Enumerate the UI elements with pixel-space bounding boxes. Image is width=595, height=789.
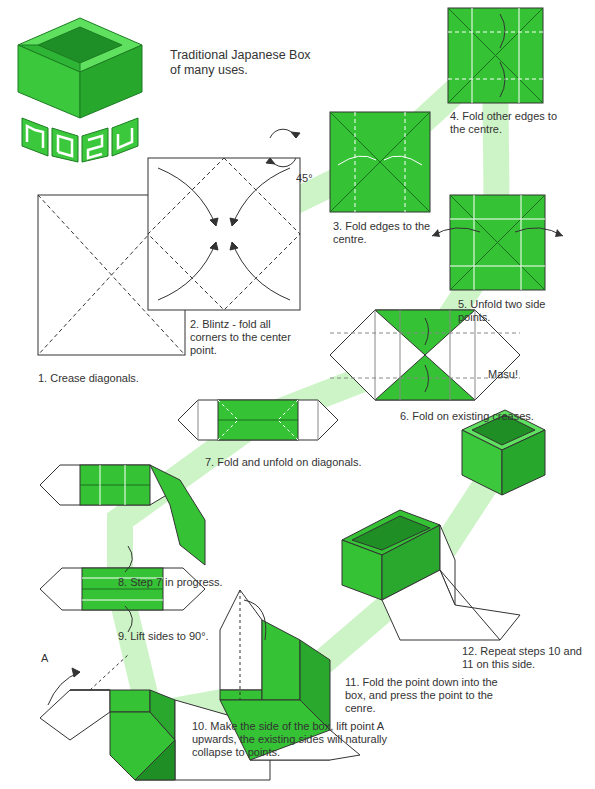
step-caption: 9. Lift sides to 90°. [118,630,258,643]
rotate-symbol [266,129,300,167]
step-7-figure [178,400,338,440]
angle-label: 45° [296,172,313,185]
step-caption: 6. Fold on existing creases. [400,410,560,423]
masu-logo [18,18,142,162]
step-4-figure [448,8,543,103]
step-5-figure [432,195,563,290]
step-caption: 4. Fold other edges to the centre. [450,110,560,136]
step-2-figure [148,158,300,310]
step-3-figure [330,112,430,212]
step-caption: 12. Repeat steps 10 and 11 on this side. [462,645,587,671]
step-8-figure [40,465,205,565]
step-caption: 7. Fold and unfold on diagonals. [205,456,385,469]
step-6-figure [330,310,520,400]
point-label: A [41,652,48,665]
step-caption: 5. Unfold two side points. [458,298,578,324]
step-9-figure [40,546,205,632]
title-text: Traditional Japanese Box of many uses. [170,48,320,78]
step-12-figure [342,510,520,640]
masu-label: Masu! [488,368,518,381]
step-caption: 11. Fold the point down into the box, an… [345,676,515,715]
step-caption: 2. Blintz - fold all corners to the cent… [190,318,310,357]
step-caption: 3. Fold edges to the centre. [333,220,443,246]
step-caption: 10. Make the side of the box, lift point… [192,720,407,759]
step-caption: 8. Step 7 in progress. [118,576,268,589]
masu-box [462,410,545,495]
step-caption: 1. Crease diagonals. [38,372,188,385]
